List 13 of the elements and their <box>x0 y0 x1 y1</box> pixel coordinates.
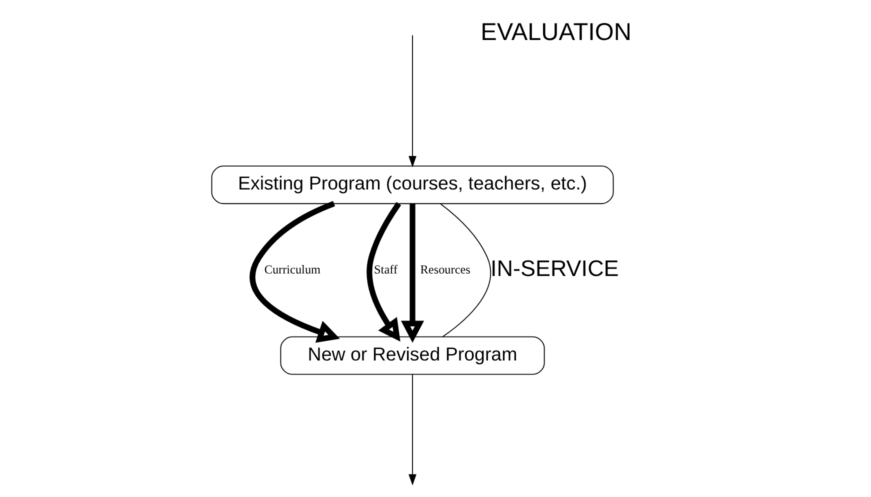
arrow <box>408 34 416 168</box>
label: EVALUATION <box>480 19 632 46</box>
edge-label: Staff <box>374 262 398 276</box>
arrow <box>400 204 424 343</box>
node-box: New or Revised Program <box>280 336 545 375</box>
arrow <box>408 374 416 486</box>
connector <box>440 203 492 338</box>
edge-label: Curriculum <box>264 262 321 276</box>
edge-label: IN-SERVICE <box>490 256 619 282</box>
edge-label: Resources <box>420 262 470 276</box>
node-box: Existing Program (courses, teachers, etc.) <box>211 166 614 204</box>
arrow <box>366 202 402 342</box>
arrow <box>250 201 340 343</box>
